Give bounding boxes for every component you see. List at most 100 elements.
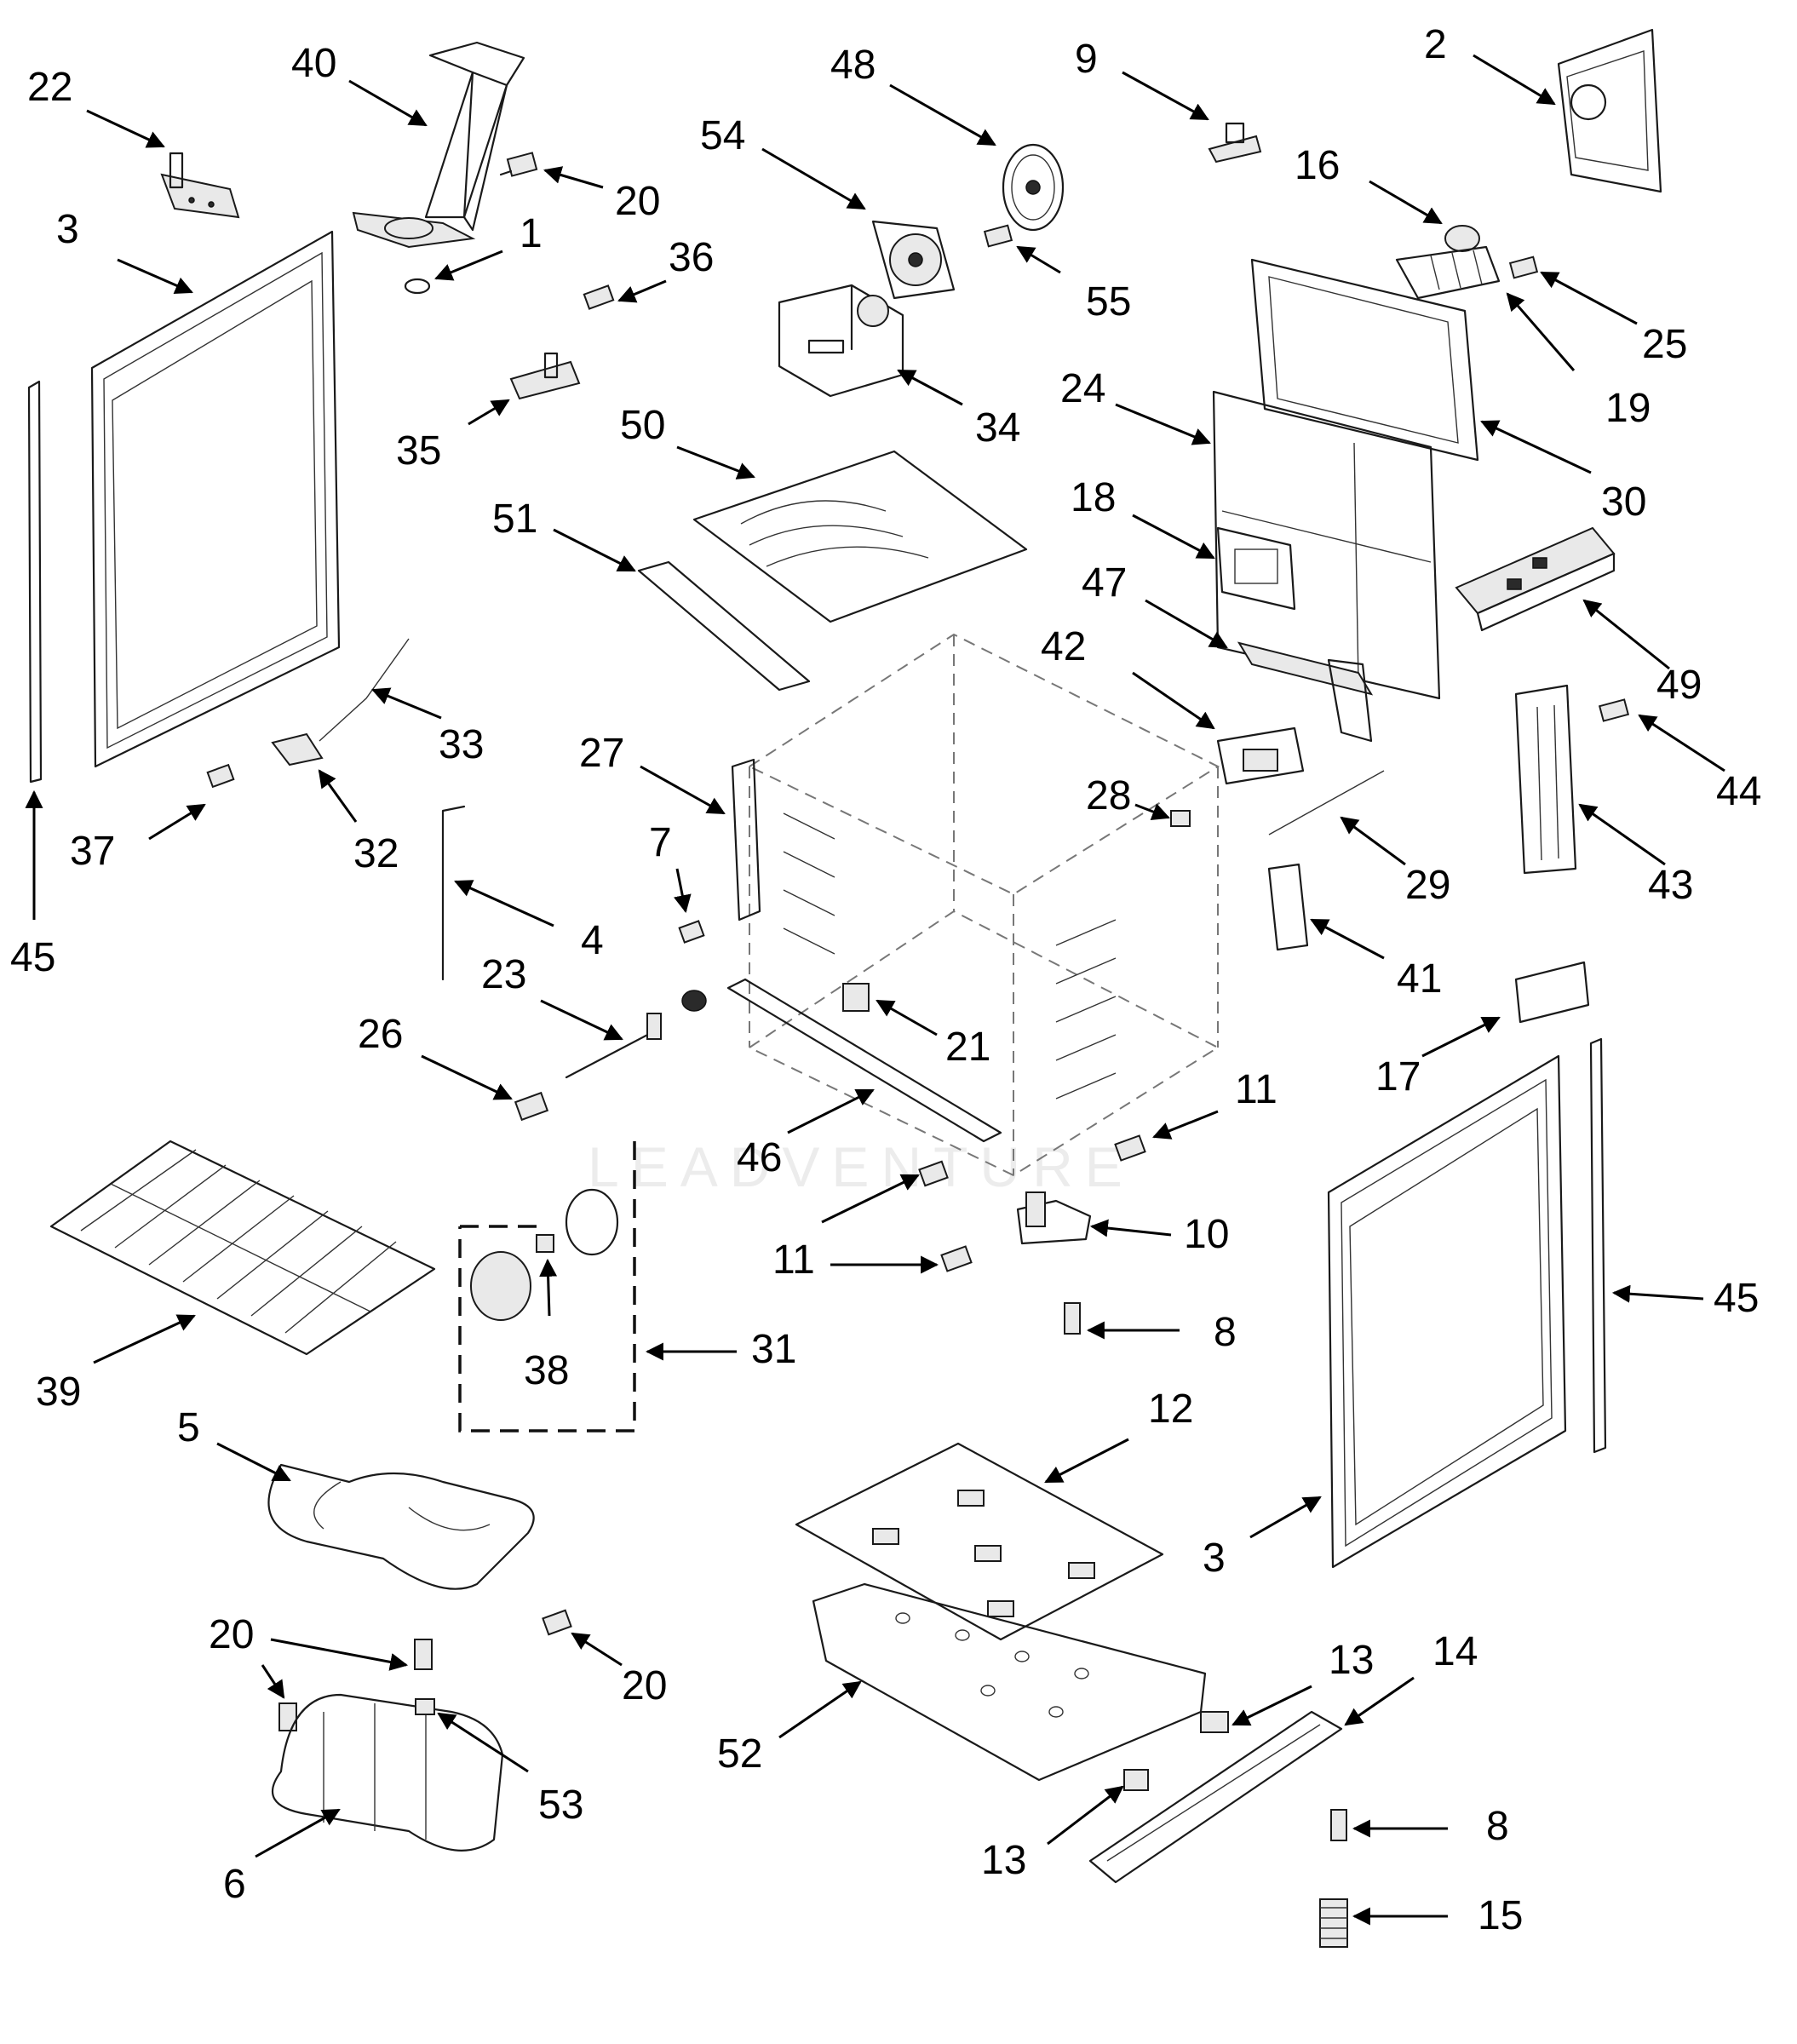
part-25-screw bbox=[1508, 256, 1539, 279]
callout-19: 19 bbox=[1605, 386, 1651, 431]
part-11-screw-a bbox=[1114, 1134, 1146, 1162]
part-51-bracket bbox=[637, 560, 811, 692]
callout-45a: 45 bbox=[10, 935, 55, 980]
callout-17: 17 bbox=[1375, 1054, 1421, 1100]
part-13-clip-b bbox=[1123, 1769, 1149, 1791]
part-46-front-rail bbox=[726, 978, 1002, 1143]
part-20-screw-bottom-a bbox=[542, 1609, 572, 1636]
part-45-side-trim-right bbox=[1589, 1037, 1607, 1454]
leader-17 bbox=[1421, 1016, 1501, 1058]
callout-30: 30 bbox=[1601, 479, 1646, 525]
callout-43: 43 bbox=[1648, 863, 1693, 908]
leader-38 bbox=[539, 1258, 558, 1317]
leader-1 bbox=[434, 250, 503, 281]
leader-23 bbox=[540, 999, 623, 1041]
leader-12 bbox=[1044, 1438, 1129, 1484]
callout-27: 27 bbox=[579, 731, 624, 776]
part-38-knob-insert bbox=[536, 1234, 554, 1253]
leader-25 bbox=[1540, 271, 1638, 325]
part-12-heat-shield bbox=[795, 1442, 1164, 1641]
part-3-door-frame-left bbox=[90, 230, 341, 768]
part-40-vent-duct bbox=[352, 41, 525, 249]
leader-10 bbox=[1089, 1219, 1172, 1237]
callout-52: 52 bbox=[717, 1731, 762, 1777]
callout-42: 42 bbox=[1041, 624, 1086, 669]
leader-20d bbox=[261, 1664, 285, 1699]
leader-20a bbox=[543, 166, 604, 189]
part-49-control-board bbox=[1455, 526, 1616, 632]
part-35-bracket bbox=[509, 352, 581, 400]
callout-20b: 20 bbox=[209, 1612, 254, 1657]
leader-13b bbox=[1047, 1785, 1124, 1846]
callout-25: 25 bbox=[1642, 322, 1687, 367]
part-16-knob bbox=[1444, 225, 1480, 252]
leader-11a bbox=[1152, 1110, 1219, 1140]
part-50-top-heater bbox=[692, 450, 1028, 623]
callout-20c: 20 bbox=[622, 1663, 667, 1708]
callout-8b: 8 bbox=[1486, 1804, 1509, 1849]
part-20-screw-top bbox=[499, 152, 538, 177]
leader-3a bbox=[117, 258, 193, 295]
callout-26: 26 bbox=[358, 1012, 403, 1057]
leader-51 bbox=[553, 528, 636, 572]
callout-5: 5 bbox=[177, 1405, 200, 1450]
callout-34: 34 bbox=[975, 405, 1020, 451]
part-10-leveling-bracket bbox=[1016, 1191, 1092, 1245]
leader-47 bbox=[1145, 599, 1228, 649]
part-drawings bbox=[27, 28, 1662, 1948]
part-19-terminal-block bbox=[1395, 245, 1501, 300]
callout-33: 33 bbox=[439, 722, 484, 767]
leader-54 bbox=[761, 147, 866, 210]
leader-26 bbox=[421, 1054, 513, 1100]
leader-39 bbox=[93, 1314, 196, 1364]
leader-43 bbox=[1578, 803, 1666, 866]
leader-24 bbox=[1115, 403, 1211, 445]
part-5-bake-element bbox=[267, 1463, 535, 1590]
callout-10: 10 bbox=[1184, 1212, 1229, 1257]
part-20-screw-bottom-b bbox=[414, 1639, 433, 1670]
callout-8a: 8 bbox=[1214, 1310, 1237, 1355]
callout-28: 28 bbox=[1086, 773, 1131, 818]
callout-23: 23 bbox=[481, 952, 526, 997]
callout-21: 21 bbox=[945, 1025, 990, 1070]
leader-2 bbox=[1473, 54, 1556, 106]
callout-53: 53 bbox=[538, 1783, 583, 1828]
part-21-clip bbox=[842, 983, 870, 1012]
callout-12: 12 bbox=[1148, 1387, 1193, 1432]
leader-41 bbox=[1310, 918, 1385, 960]
callout-31: 31 bbox=[751, 1327, 796, 1372]
leader-lines bbox=[25, 54, 1725, 1926]
leader-32 bbox=[318, 769, 358, 823]
leader-29 bbox=[1340, 816, 1406, 866]
oven-cavity bbox=[747, 633, 1220, 1177]
callout-1: 1 bbox=[520, 211, 543, 256]
leader-9 bbox=[1122, 71, 1209, 121]
callout-3b: 3 bbox=[1203, 1536, 1226, 1581]
callout-55: 55 bbox=[1086, 279, 1131, 324]
callout-35: 35 bbox=[396, 428, 441, 474]
part-34-motor-housing bbox=[778, 284, 904, 398]
part-15-leveling-leg bbox=[1319, 1898, 1348, 1948]
callout-9: 9 bbox=[1075, 37, 1098, 82]
leader-30 bbox=[1480, 420, 1592, 474]
part-23-probe bbox=[565, 990, 707, 1079]
callout-50: 50 bbox=[620, 403, 665, 448]
leader-50 bbox=[676, 445, 755, 479]
part-37-screw bbox=[206, 763, 235, 789]
part-39-oven-rack bbox=[49, 1140, 436, 1356]
leader-16 bbox=[1369, 180, 1443, 225]
leader-11b bbox=[821, 1174, 920, 1224]
callout-22a: 22 bbox=[27, 65, 72, 110]
callout-40: 40 bbox=[291, 41, 336, 86]
leader-55 bbox=[1016, 245, 1061, 274]
leader-53 bbox=[437, 1712, 529, 1773]
callout-6: 6 bbox=[223, 1862, 246, 1907]
part-31-knob-kit bbox=[458, 1141, 636, 1433]
leader-42 bbox=[1132, 671, 1215, 730]
leader-49 bbox=[1582, 599, 1670, 670]
leader-7 bbox=[673, 868, 692, 914]
callout-39: 39 bbox=[36, 1369, 81, 1415]
part-43-side-channel bbox=[1514, 684, 1577, 875]
leader-27 bbox=[640, 765, 726, 815]
